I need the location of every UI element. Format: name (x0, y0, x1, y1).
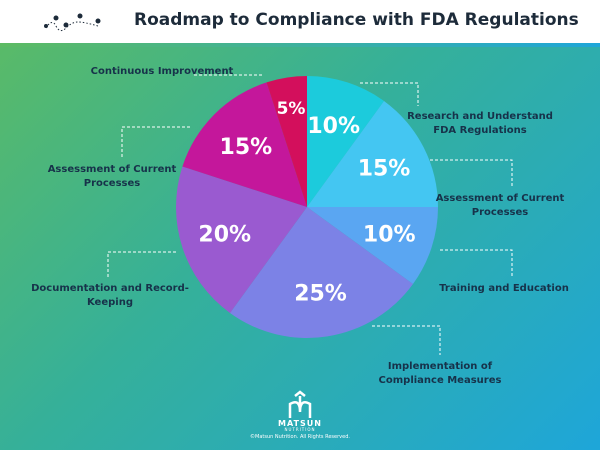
slice-percent-label: 25% (294, 281, 347, 306)
brand-sub: NUTRITION (284, 427, 316, 432)
category-label: Research and Understand FDA Regulations (407, 111, 553, 136)
slice-percent-label: 10% (307, 114, 360, 139)
category-label: Continuous Improvement (90, 66, 234, 77)
leader-line (121, 126, 190, 158)
category-label: Documentation and Record-Keeping (31, 283, 189, 308)
copyright: ©Matsun Nutrition. All Rights Reserved. (250, 434, 350, 440)
slice-percent-label: 20% (198, 223, 251, 248)
page-title: Roadmap to Compliance with FDA Regulatio… (134, 10, 579, 30)
leader-line (440, 249, 513, 277)
pie-slice (182, 82, 307, 207)
pie-slice (307, 101, 438, 207)
category-label: Training and Education (439, 283, 569, 294)
leader-line (360, 82, 419, 106)
slice-percent-label: 15% (220, 135, 273, 160)
pie-slice (307, 76, 384, 207)
leader-line (107, 251, 176, 277)
slice-percent-label: 5% (277, 99, 306, 119)
header-divider (0, 43, 600, 47)
slice-percent-label: 10% (363, 223, 416, 248)
pie-slice (266, 76, 307, 207)
pie-slice (307, 207, 438, 284)
roadmap-pins-icon (44, 13, 101, 32)
pie-slice (175, 166, 307, 313)
header: Roadmap to Compliance with FDA Regulatio… (0, 0, 600, 43)
leader-line (430, 159, 513, 187)
category-label: Assessment of Current Processes (435, 193, 565, 218)
brand-name: MATSUN (278, 419, 322, 428)
category-label: Assessment of Current Processes (47, 164, 177, 189)
category-label: Implementation of Compliance Measures (378, 361, 502, 386)
pie-slice (230, 207, 413, 338)
leader-line (372, 325, 441, 355)
slice-percent-label: 15% (358, 157, 411, 182)
